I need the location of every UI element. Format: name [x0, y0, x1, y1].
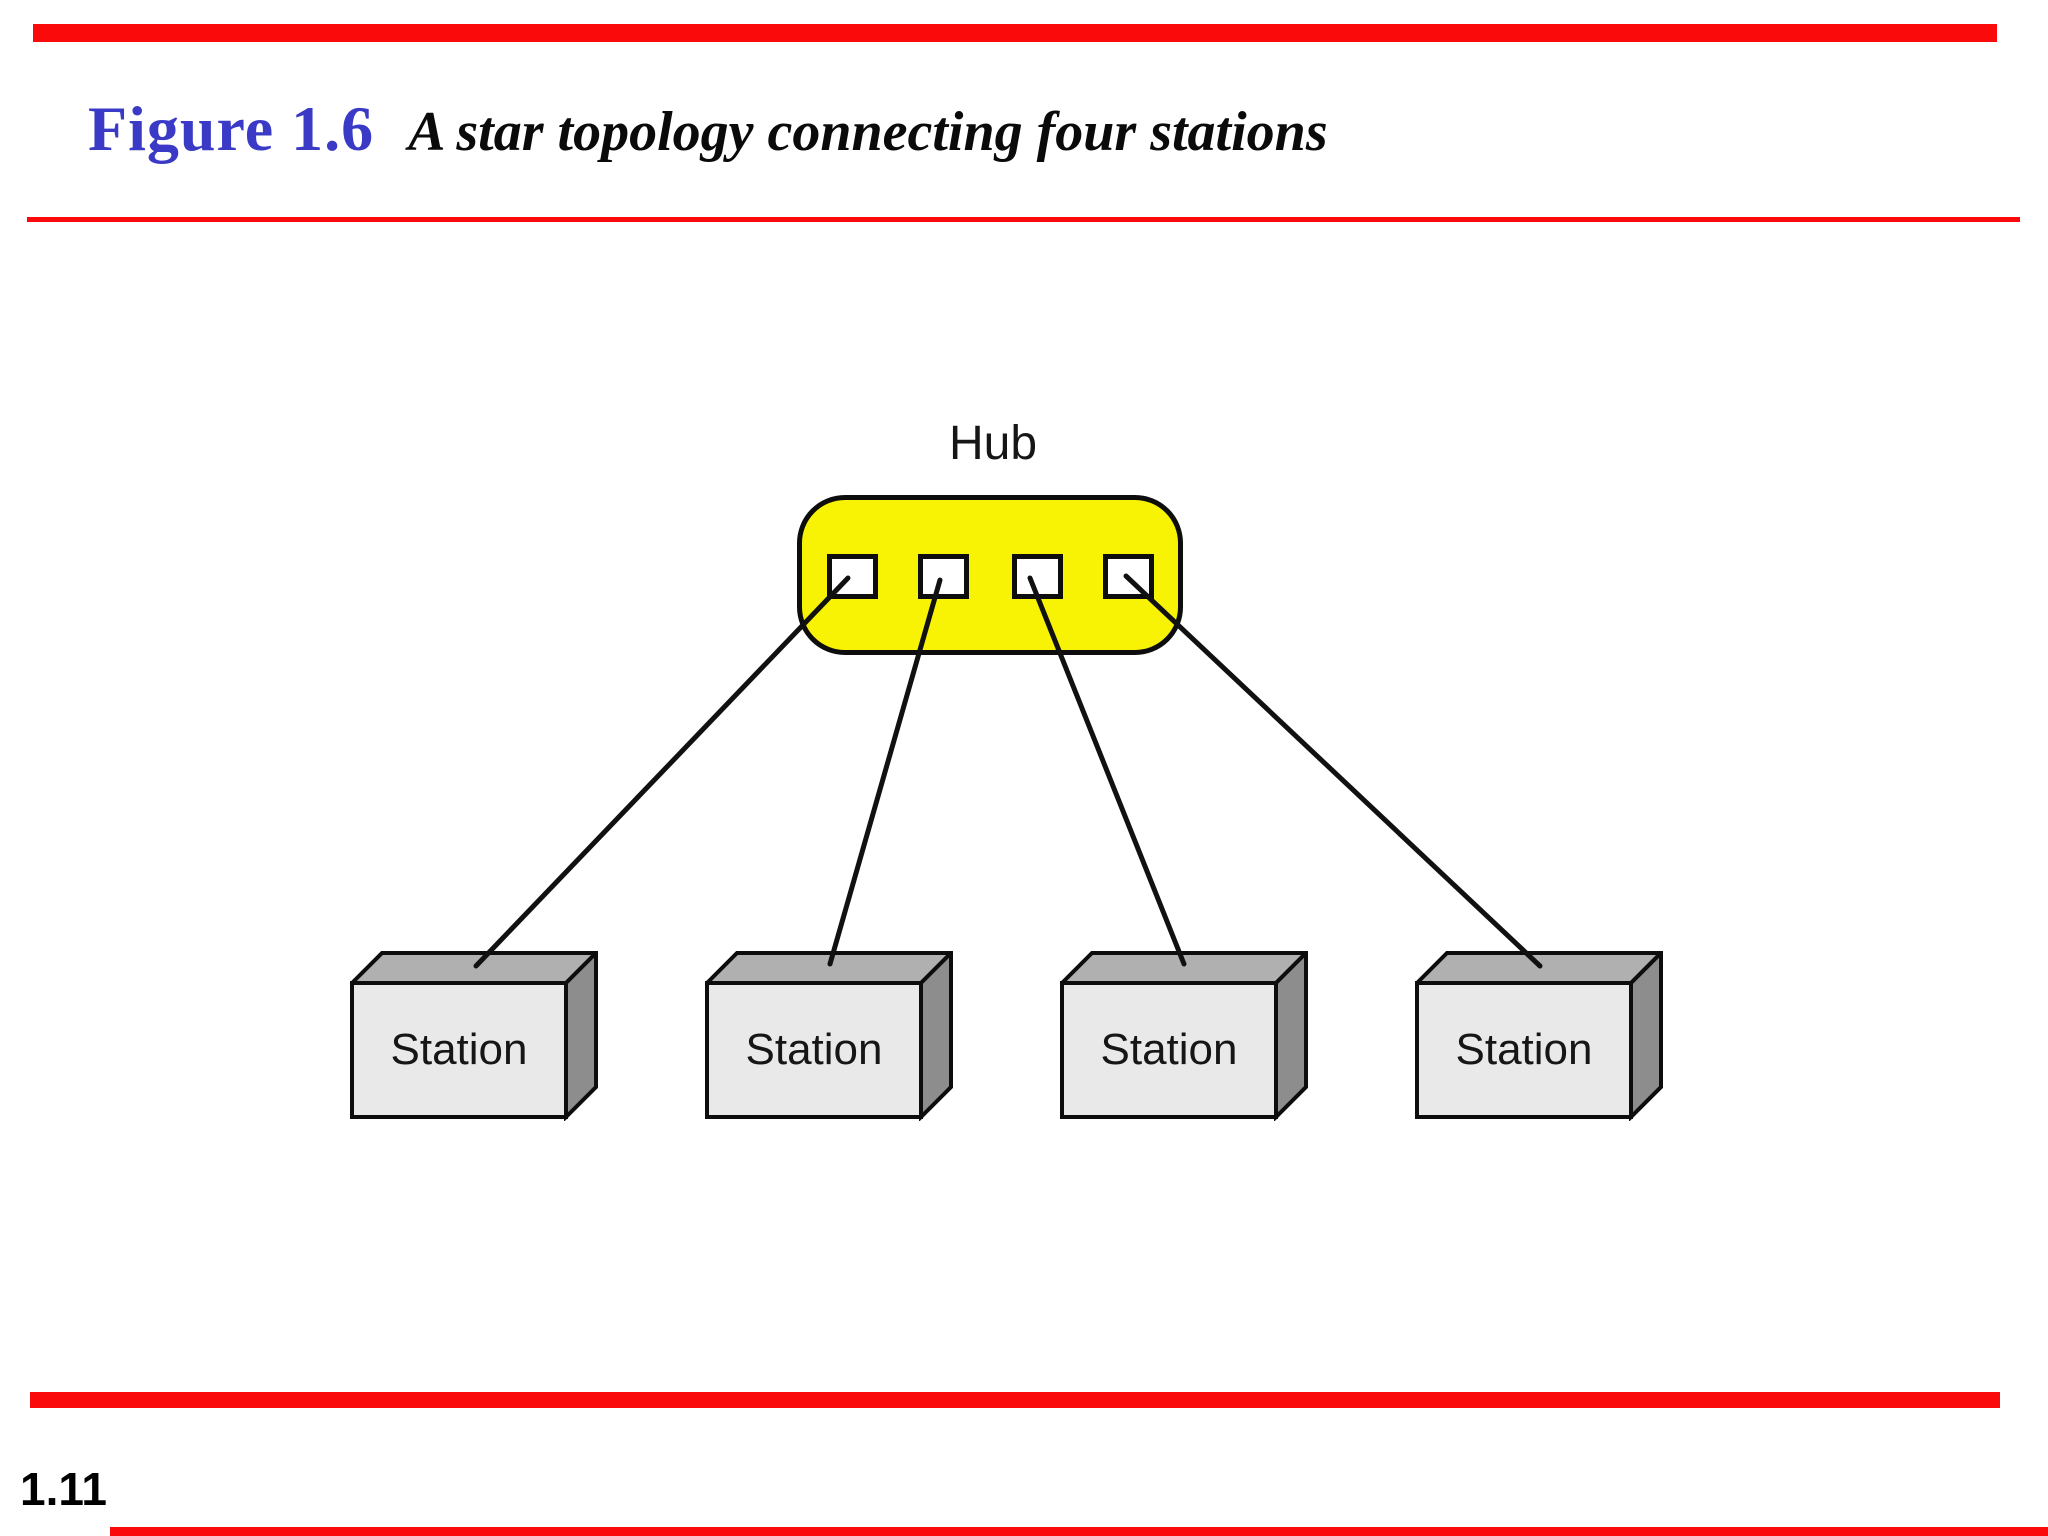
station-box: Station	[1415, 951, 1663, 1121]
slide-title: Figure 1.6 A star topology connecting fo…	[88, 92, 1328, 166]
hub-box	[797, 495, 1183, 655]
hub-port	[827, 554, 878, 599]
station-box: Station	[350, 951, 598, 1121]
figure-caption: A star topology connecting four stations	[408, 101, 1328, 163]
bottom-edge-line	[110, 1527, 2048, 1536]
station-label: Station	[745, 1025, 883, 1074]
connection-line	[1123, 573, 1543, 969]
bottom-accent-bar	[30, 1392, 2000, 1408]
hub-port	[918, 554, 969, 599]
station-label: Station	[1455, 1025, 1593, 1074]
hub-port	[1103, 554, 1154, 599]
page-number: 1.11	[20, 1463, 107, 1515]
connection-line	[473, 575, 851, 969]
title-underline	[27, 217, 2020, 222]
figure-label: Figure 1.6	[88, 93, 375, 164]
hub-port	[1012, 554, 1063, 599]
station-box: Station	[1060, 951, 1308, 1121]
station-label: Station	[1100, 1025, 1238, 1074]
station-label: Station	[390, 1025, 528, 1074]
hub-label: Hub	[948, 417, 1038, 470]
top-accent-bar	[33, 24, 1997, 42]
station-box: Station	[705, 951, 953, 1121]
